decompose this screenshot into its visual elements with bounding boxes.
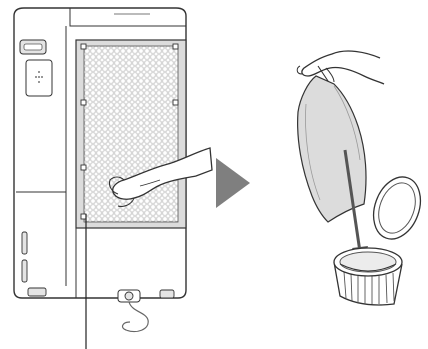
- caster-wheel: [118, 290, 140, 302]
- soaking-step: [297, 51, 428, 305]
- control-panel-cutout: [26, 60, 52, 96]
- hand-icon: [297, 51, 384, 84]
- container-lid: [365, 170, 428, 245]
- water-container: [334, 248, 402, 305]
- side-handle: [20, 40, 46, 54]
- filter-pad: [298, 76, 366, 222]
- base-foot-left: [28, 288, 46, 296]
- triangle-right-icon: [216, 158, 250, 208]
- power-cord: [123, 302, 149, 332]
- base-foot-right: [160, 290, 174, 298]
- air-cooler: [14, 8, 212, 349]
